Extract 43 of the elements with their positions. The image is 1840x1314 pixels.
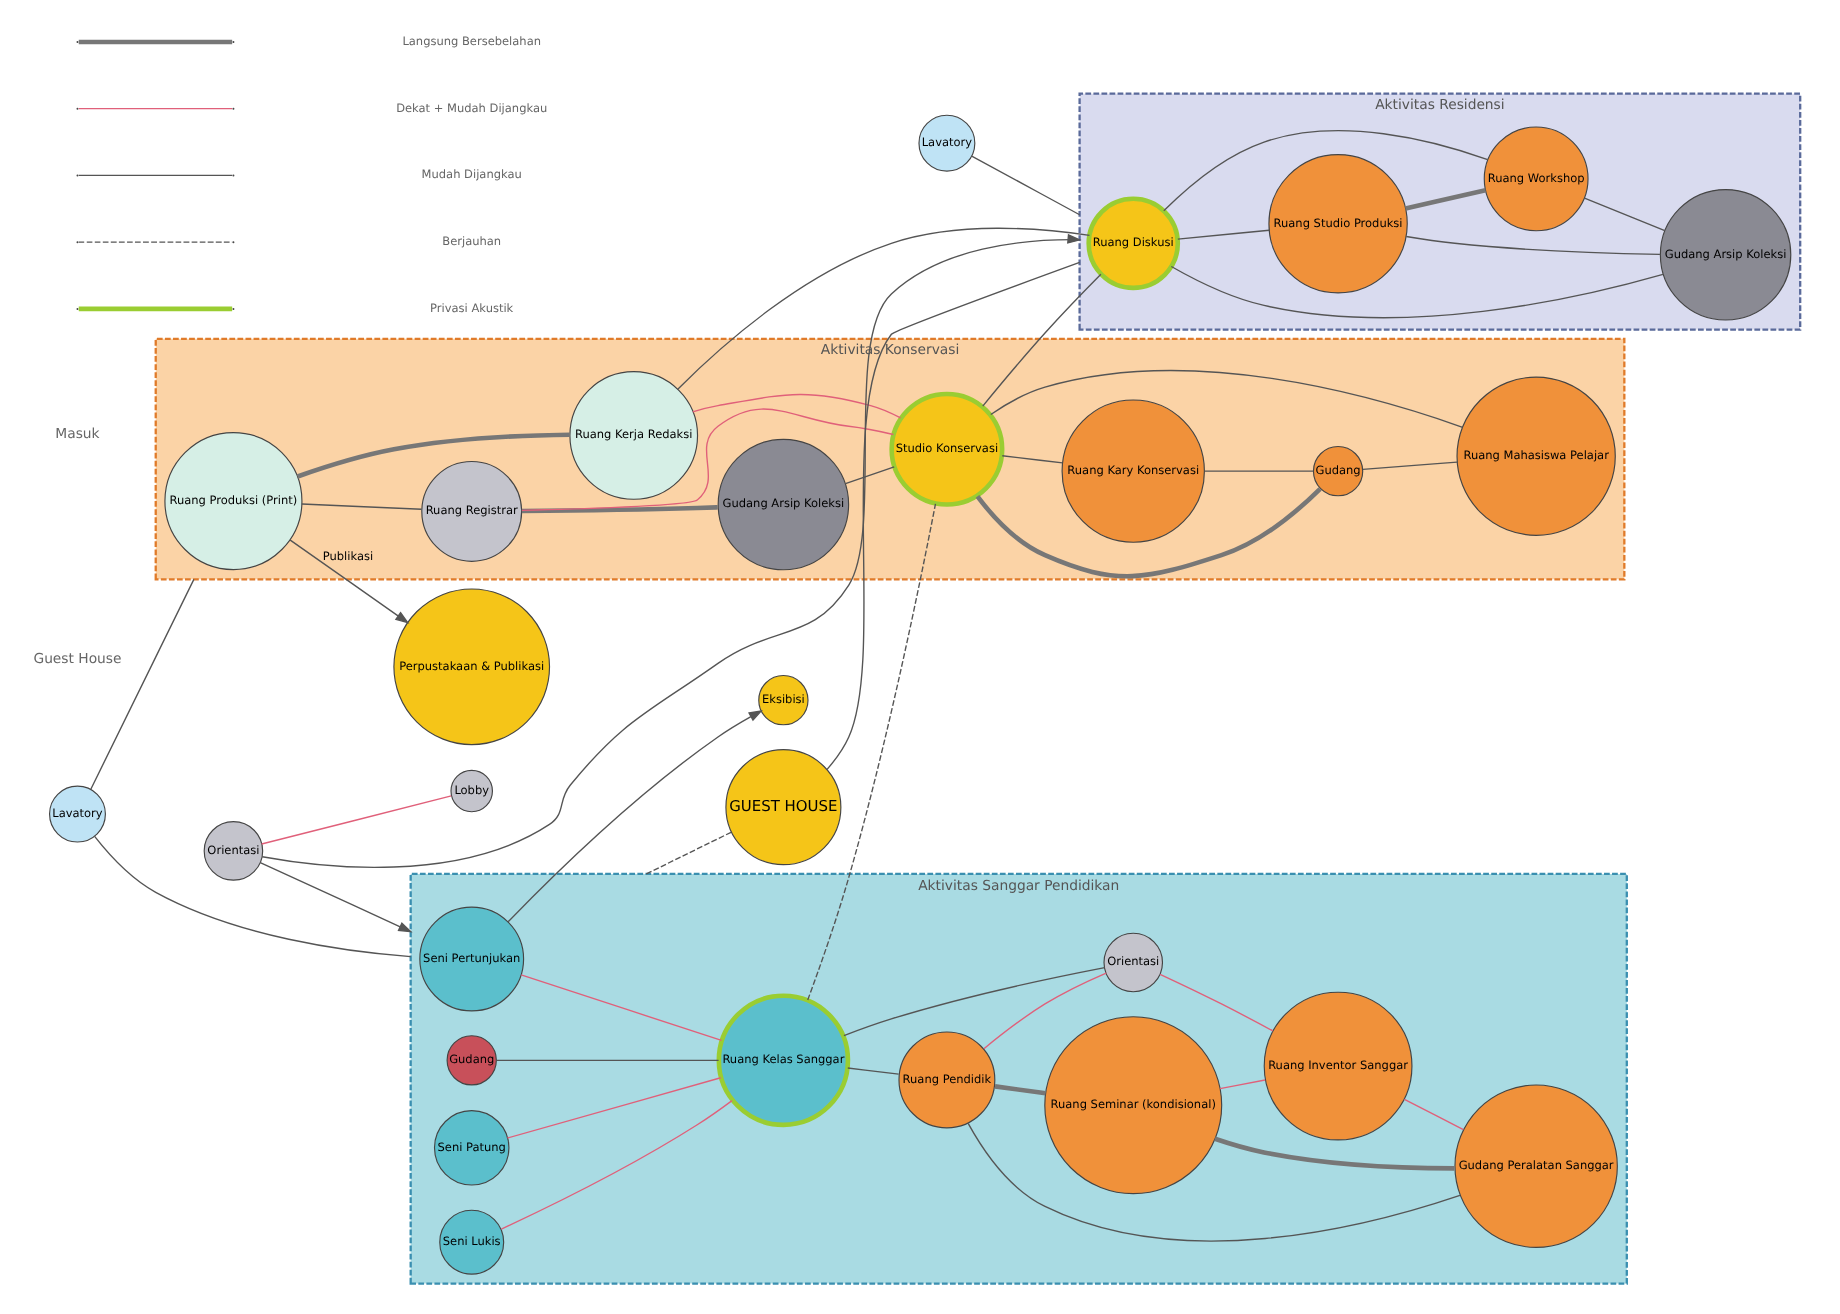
connector	[993, 1084, 1045, 1096]
connector	[520, 408, 893, 512]
connector	[1169, 265, 1663, 319]
connector	[1162, 130, 1488, 212]
connector	[982, 972, 1106, 1050]
connector	[499, 1099, 732, 1230]
connector	[981, 273, 1101, 407]
connector	[676, 227, 1090, 390]
connector	[825, 261, 1080, 771]
connector	[1213, 1136, 1454, 1171]
connector	[1361, 461, 1457, 471]
connector	[92, 835, 411, 958]
connector	[966, 1122, 1460, 1242]
connector	[691, 393, 901, 419]
connector	[1404, 235, 1660, 255]
connector	[1402, 1098, 1464, 1131]
connector	[989, 370, 1463, 428]
connector	[300, 503, 422, 510]
connector	[1218, 1079, 1265, 1090]
connector	[295, 432, 569, 479]
connector	[842, 966, 1105, 1037]
connector	[259, 795, 451, 845]
connector	[494, 1059, 719, 1062]
connector	[1203, 470, 1313, 472]
connector	[1404, 187, 1486, 211]
connector	[644, 831, 732, 875]
connector	[974, 487, 1321, 579]
connector	[89, 578, 194, 791]
connector	[843, 466, 894, 485]
connector	[1176, 229, 1269, 240]
arrow	[506, 710, 762, 923]
connector	[520, 505, 717, 514]
arrow	[258, 862, 412, 933]
connector	[1582, 197, 1665, 232]
connector	[1158, 973, 1273, 1032]
connector	[519, 974, 722, 1042]
arrow	[260, 233, 1081, 868]
connector	[1000, 455, 1063, 464]
connector	[806, 503, 936, 1001]
connector	[846, 1067, 899, 1075]
arrow	[288, 539, 409, 624]
connector	[970, 155, 1080, 216]
connector	[505, 1077, 721, 1139]
